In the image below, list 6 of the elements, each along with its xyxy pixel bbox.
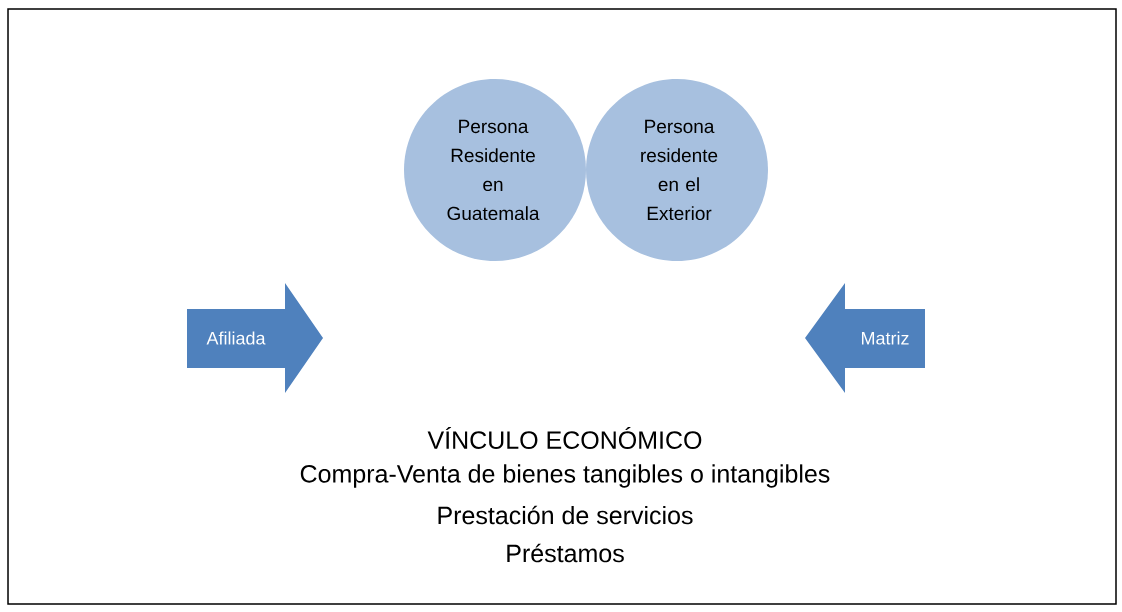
text-line: Compra-Venta de bienes tangibles o intangibles xyxy=(300,464,830,488)
circle-label: Persona residente en el Exterior xyxy=(641,119,718,221)
circle-label: Persona Residente en Guatemala xyxy=(447,119,540,221)
text-line: Préstamos xyxy=(507,543,624,563)
text-line: VÍNCULO ECONÓMICO xyxy=(427,427,702,449)
text-line: Prestación de servicios xyxy=(438,505,693,525)
